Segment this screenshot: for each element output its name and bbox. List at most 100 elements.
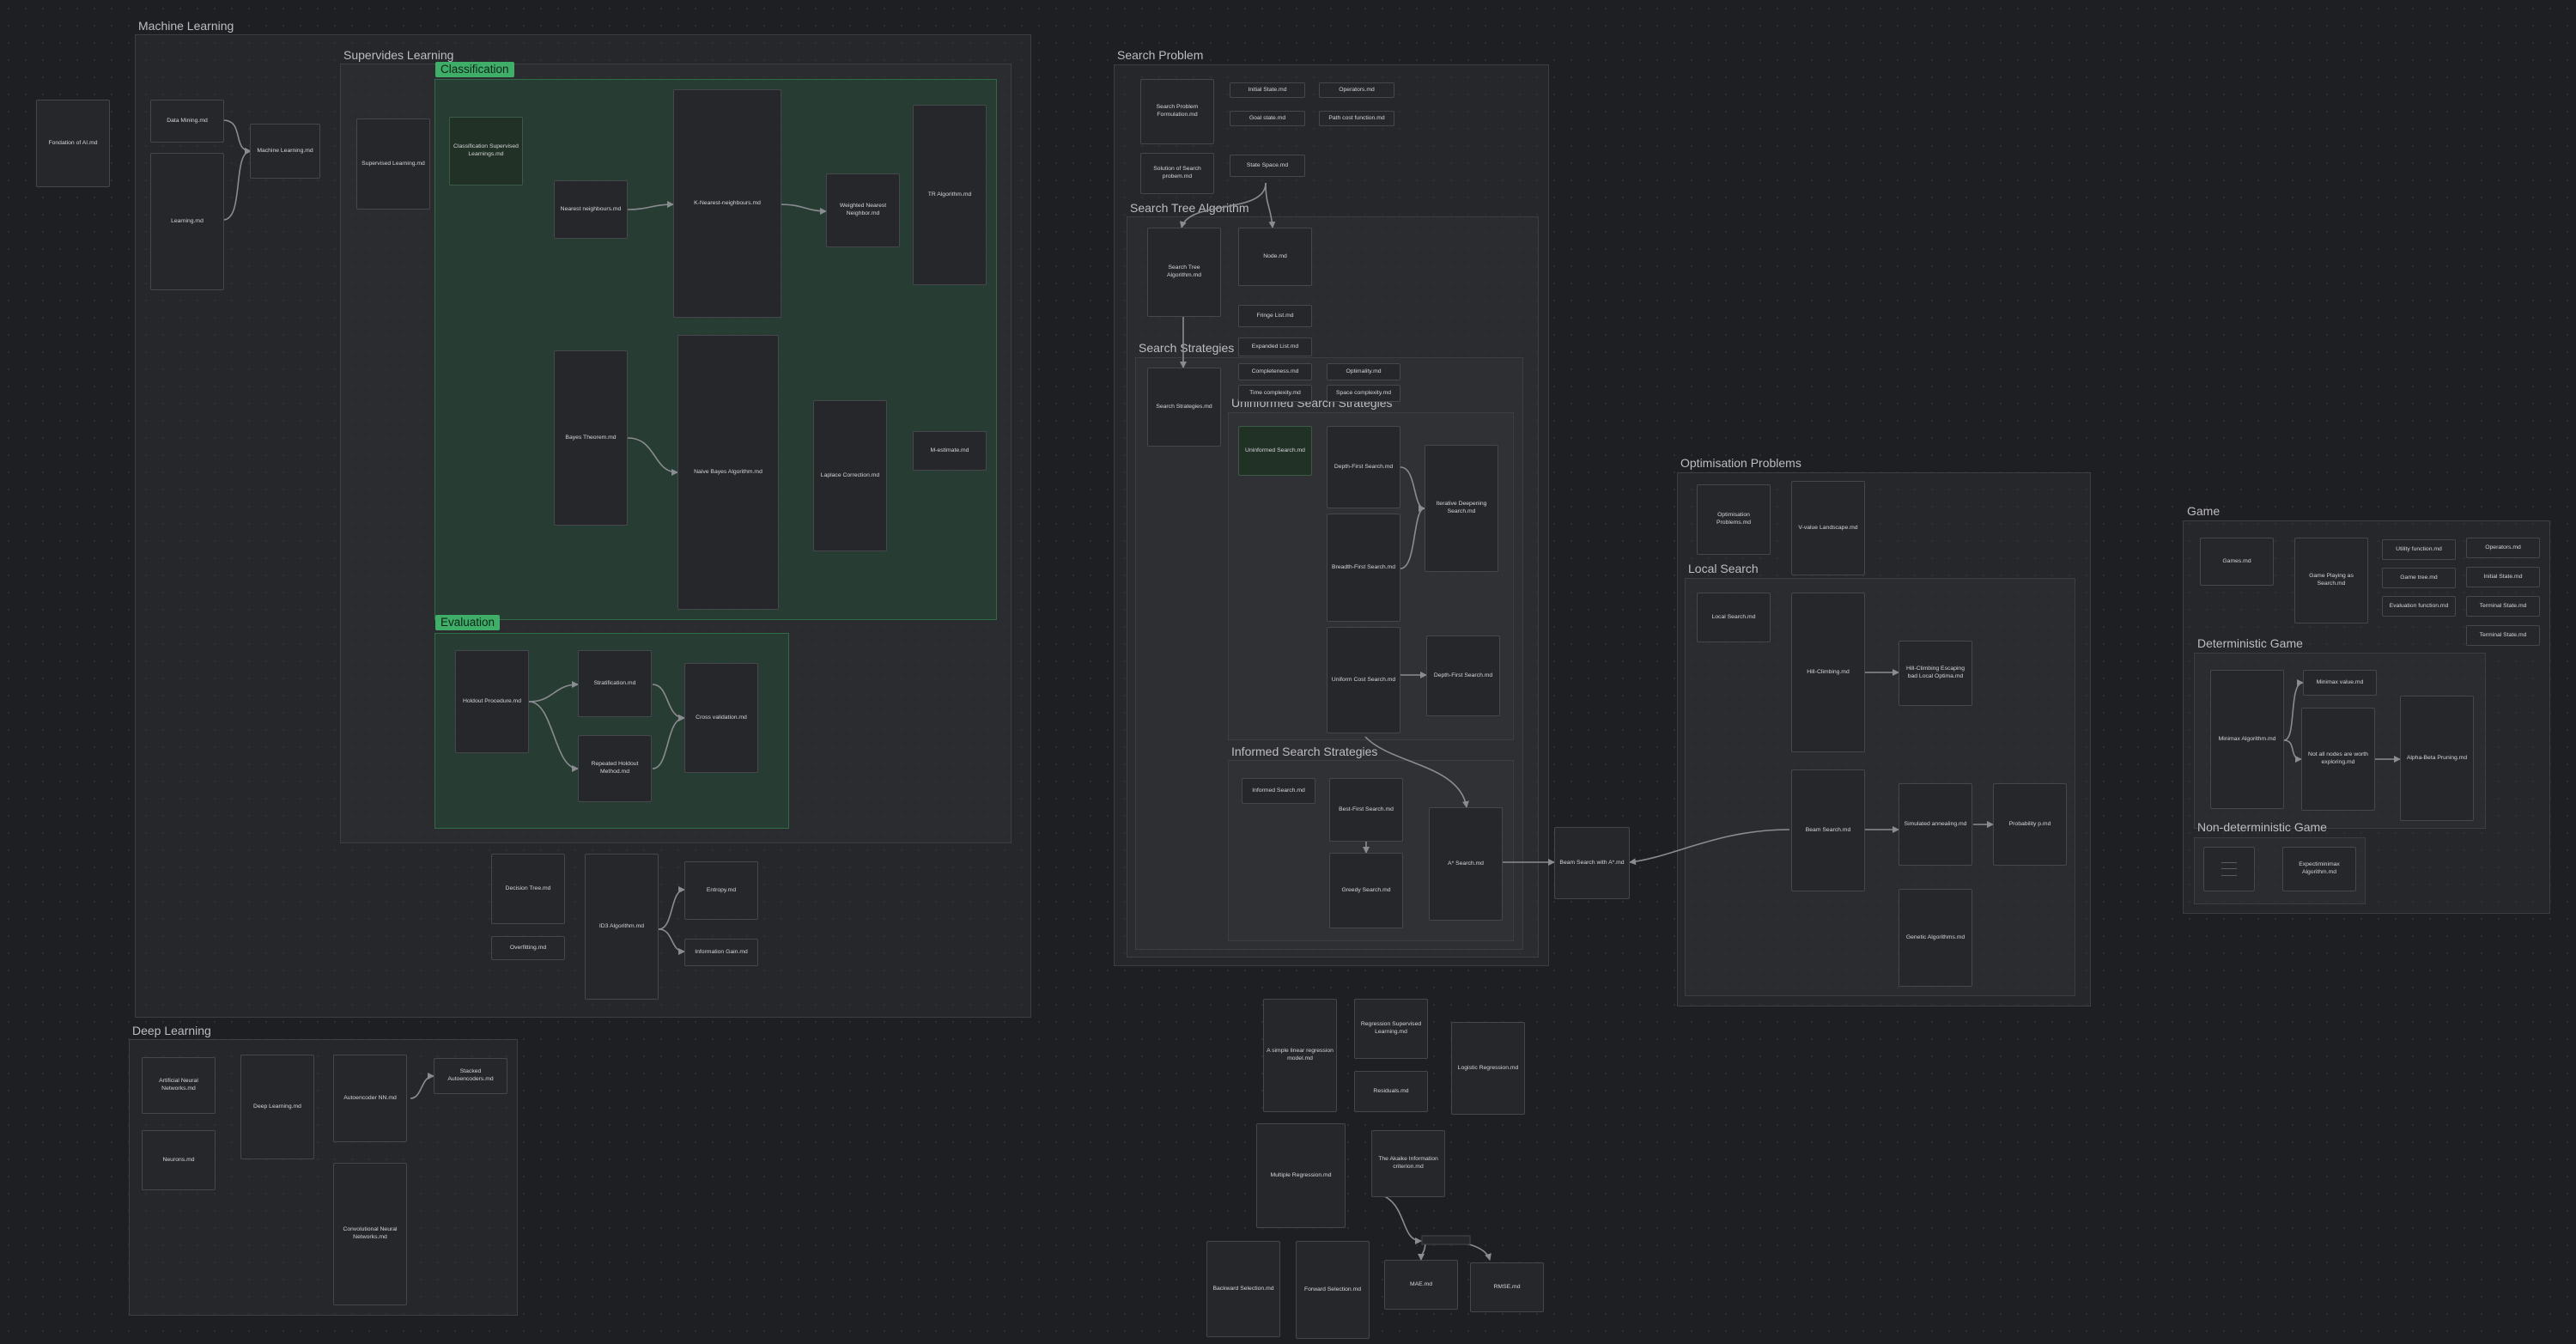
card-logistic-regression[interactable]: Logistic Regression.md [1451, 1022, 1525, 1115]
card-solution-search[interactable]: Solution of Search probem.md [1140, 153, 1214, 194]
card-hill-climbing-escaping[interactable]: Hill-Climbing Escaping bad Local Optima.… [1899, 641, 1972, 706]
edge-minimax-value [2283, 679, 2304, 741]
card-depth-first[interactable]: Depth-First Search.md [1327, 426, 1400, 508]
card-residuals[interactable]: Residuals.md [1354, 1071, 1428, 1112]
card-operators-game[interactable]: Operators.md [2466, 538, 2540, 558]
card-utility-function[interactable]: Utility function.md [2382, 539, 2456, 560]
card-time-complexity[interactable]: Time complexity.md [1238, 385, 1312, 402]
card-entropy[interactable]: Entropy.md [684, 861, 758, 920]
card-simulated-annealing[interactable]: Simulated annealing.md [1899, 783, 1972, 866]
card-stratification[interactable]: Stratification.md [578, 650, 652, 717]
card-games[interactable]: Games.md [2200, 538, 2274, 586]
card-uniform-cost[interactable]: Uniform Cost Search.md [1327, 627, 1400, 733]
card-breadth-first[interactable]: Breadth-First Search.md [1327, 514, 1400, 622]
card-tr-algorithm[interactable]: TR Algorithm.md [913, 105, 987, 285]
card-machine-learning[interactable]: Machine Learning.md [250, 124, 320, 179]
card-supervised-learning[interactable]: Supervised Learning.md [356, 119, 430, 210]
card-linear-regression[interactable]: A simple linear regression model.md [1263, 999, 1337, 1112]
card-search-problem-formulation[interactable]: Search Problem Formulation.md [1140, 79, 1214, 144]
card-initial-state[interactable]: Initial State.md [1230, 82, 1305, 98]
card-terminal-state[interactable]: Terminal State.md [2466, 596, 2540, 617]
card-not-all-nodes[interactable]: Not all nodes are worth exploring.md [2301, 708, 2375, 811]
card-neurons[interactable]: Neurons.md [142, 1130, 216, 1190]
card-expectiminimax[interactable]: Expectiminimax Algorithm.md [2282, 847, 2356, 891]
card-m-estimate[interactable]: M-estimate.md [913, 431, 987, 471]
card-holdout[interactable]: Holdout Procedure.md [455, 650, 529, 753]
edge-nearest-knn [627, 201, 674, 210]
card-nearest-neighbours[interactable]: Nearest neighbours.md [554, 180, 628, 239]
card-expanded-list[interactable]: Expanded List.md [1238, 338, 1312, 356]
group-label-non-deterministic-game: Non-deterministic Game [2197, 820, 2327, 834]
card-regression-supervised[interactable]: Regression Supervised Learning.md [1354, 999, 1428, 1059]
edge-bfs-ids [1400, 505, 1425, 569]
card-laplace-correction[interactable]: Laplace Correction.md [813, 400, 887, 551]
group-label-local-search: Local Search [1688, 562, 1759, 575]
card-stacked-autoencoders[interactable]: Stacked Autoencoders.md [434, 1058, 507, 1094]
card-greedy-search[interactable]: Greedy Search.md [1329, 853, 1403, 928]
card-genetic-algorithms[interactable]: Genetic Algorithms.md [1899, 889, 1972, 987]
card-cross-validation[interactable]: Cross validation.md [684, 663, 758, 773]
card-id3[interactable]: ID3 Algorithm.md [585, 854, 659, 1000]
card-fringe-list[interactable]: Fringe List.md [1238, 305, 1312, 327]
card-overfitting[interactable]: Overfitting.md [491, 936, 565, 960]
card-deep-learning[interactable]: Deep Learning.md [240, 1055, 314, 1159]
card-backward-selection[interactable]: Backward Selection.md [1206, 1241, 1280, 1337]
card-informed-search[interactable]: Informed Search.md [1242, 778, 1315, 804]
card-best-first[interactable]: Best-First Search.md [1329, 778, 1403, 842]
card-bayes-theorem[interactable]: Bayes Theorem.md [554, 350, 628, 526]
card-cnn[interactable]: Convolutional Neural Networks.md [333, 1163, 407, 1305]
card-naive-bayes[interactable]: Naive Bayes Algorithm.md [677, 335, 779, 610]
card-initial-state-game[interactable]: Initial State.md [2466, 567, 2540, 587]
card-path-cost[interactable]: Path cost function.md [1319, 111, 1394, 126]
card-depth-first-2[interactable]: Depth-First Search.md [1426, 636, 1500, 716]
card-decision-tree[interactable]: Decision Tree.md [491, 854, 565, 924]
card-uninformed-search[interactable]: Uninformed Search.md [1238, 426, 1312, 476]
card-local-search[interactable]: Local Search.md [1697, 593, 1771, 642]
card-completeness[interactable]: Completeness.md [1238, 363, 1312, 380]
card-node[interactable]: Node.md [1238, 228, 1312, 286]
card-minimax-value[interactable]: Minimax value.md [2303, 670, 2377, 696]
card-iterative-deepening[interactable]: Iterative Deepening Search.md [1425, 445, 1498, 572]
card-foundation-ai[interactable]: Fondation of AI.md [36, 100, 110, 187]
edge-holdout-strat [528, 681, 579, 702]
card-search-strategies[interactable]: Search Strategies.md [1147, 368, 1221, 447]
card-search-tree-algorithm[interactable]: Search Tree Algorithm.md [1147, 228, 1221, 317]
card-repeated-holdout[interactable]: Repeated Holdout Method.md [578, 735, 652, 802]
card-evaluation-function[interactable]: Evaluation function.md [2382, 596, 2456, 617]
card-terminal-state-2[interactable]: Terminal State.md [2466, 625, 2540, 646]
card-autoencoder[interactable]: Autoencoder NN.md [333, 1055, 407, 1142]
card-optimality[interactable]: Optimality.md [1327, 363, 1400, 380]
card-operators[interactable]: Operators.md [1319, 82, 1394, 98]
card-optimisation-problems[interactable]: Optimisation Problems.md [1697, 484, 1771, 555]
card-beam-search[interactable]: Beam Search.md [1791, 769, 1865, 891]
card-probability[interactable]: Probability p.md [1993, 783, 2067, 866]
group-optimisation-problems[interactable] [1677, 472, 2091, 1006]
card-akaike[interactable]: The Akaike Information criterion.md [1371, 1130, 1445, 1197]
card-learning[interactable]: Learning.md [150, 153, 224, 290]
group-label-game: Game [2187, 504, 2221, 518]
card-a-star[interactable]: A* Search.md [1429, 807, 1503, 921]
card-multiple-regression[interactable]: Multiple Regression.md [1256, 1123, 1346, 1228]
card-k-nearest[interactable]: K-Nearest-neighbours.md [673, 89, 781, 318]
card-data-mining[interactable]: Data Mining.md [150, 100, 224, 143]
edge-minimax-notall [2283, 739, 2302, 763]
card-hill-climbing[interactable]: Hill-Climbing.md [1791, 593, 1865, 752]
card-weighted-nearest[interactable]: Weighted Nearest Neighbor.md [826, 173, 900, 247]
card-rmse[interactable]: RMSE.md [1470, 1262, 1544, 1312]
card-game-playing[interactable]: Game Playing as Search.md [2294, 538, 2368, 623]
card-minimax[interactable]: Minimax Algorithm.md [2210, 670, 2284, 809]
card-space-complexity[interactable]: Space complexity.md [1327, 385, 1400, 402]
card-state-space[interactable]: State Space.md [1230, 155, 1305, 177]
card-information-gain[interactable]: Information Gain.md [684, 939, 758, 966]
card-beam-search-a[interactable]: Beam Search with A*.md [1554, 827, 1630, 899]
card-classification-supervised[interactable]: Classification Supervised Learnings.md [449, 117, 523, 185]
card-ann[interactable]: Artificial Neural Networks.md [142, 1057, 216, 1114]
group-label-classification: Classification [435, 62, 514, 77]
card-game-tree[interactable]: Game tree.md [2382, 568, 2456, 588]
card-alpha-beta[interactable]: Alpha-Beta Pruning.md [2400, 696, 2474, 821]
card-v-value[interactable]: V-value Landscape.md [1791, 481, 1865, 575]
card-mae[interactable]: MAE.md [1384, 1260, 1458, 1310]
card-blank[interactable] [2203, 847, 2255, 891]
card-forward-selection[interactable]: Forward Selection.md [1296, 1241, 1370, 1339]
card-goal-state[interactable]: Goal state.md [1230, 111, 1305, 126]
